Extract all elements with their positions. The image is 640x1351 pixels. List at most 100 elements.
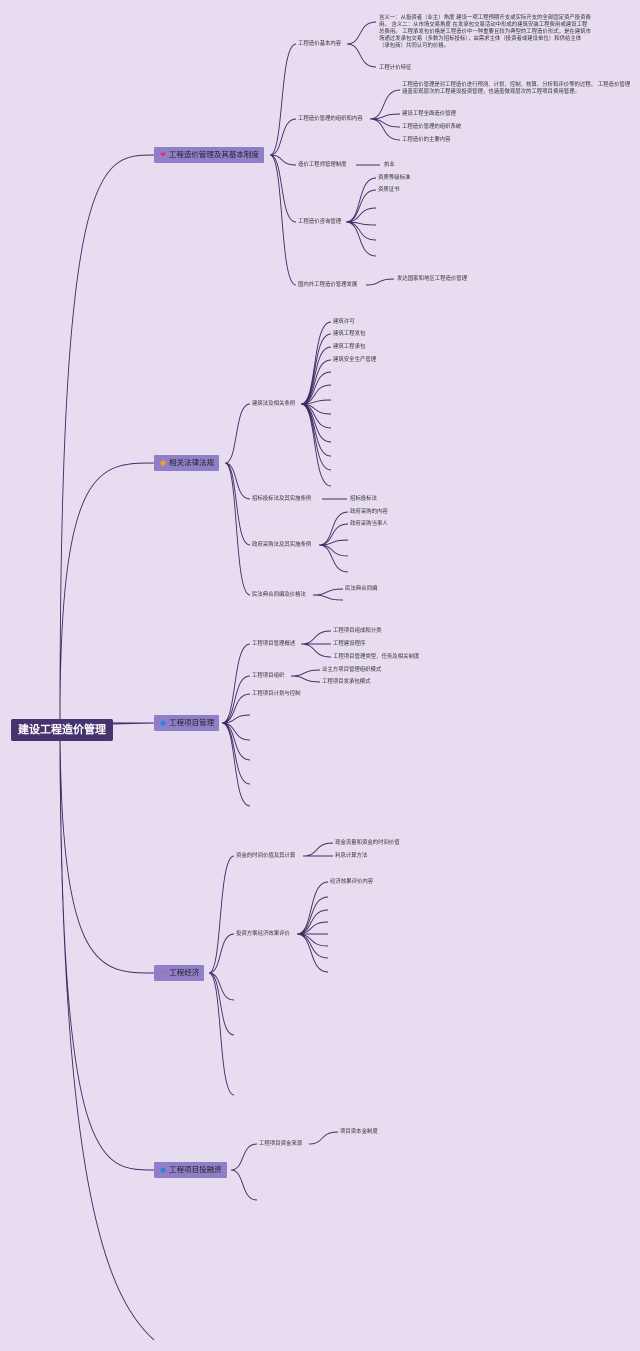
node-developed-countries[interactable]: 发达国家和地区工程造价管理 bbox=[397, 276, 468, 282]
node-qualification[interactable]: 资质等级标准 bbox=[378, 175, 411, 181]
sub-connector bbox=[300, 403, 332, 429]
topic-label: 相关法律法规 bbox=[169, 458, 215, 467]
sub-connector bbox=[296, 881, 329, 935]
topic-connector bbox=[221, 722, 251, 761]
sub-connector bbox=[296, 896, 329, 935]
sub-connector bbox=[346, 21, 377, 45]
topic-connector bbox=[208, 933, 235, 974]
topic-connector bbox=[221, 722, 251, 807]
topic-connector bbox=[221, 675, 251, 724]
topic-connector bbox=[269, 154, 297, 286]
sub-connector bbox=[369, 118, 401, 141]
node-pm-org-mode[interactable]: 业主方项目管理组织模式 bbox=[322, 667, 382, 673]
sub-connector bbox=[346, 43, 377, 68]
topic-laws[interactable]: ●相关法律法规 bbox=[154, 455, 220, 471]
node-cost-basic[interactable]: 工程造价基本内容 bbox=[298, 41, 342, 47]
sub-connector bbox=[296, 933, 329, 973]
sub-connector bbox=[296, 933, 329, 947]
node-procurement-content[interactable]: 政府采购的内容 bbox=[350, 509, 388, 515]
topic-cost-management[interactable]: ❤工程造价管理及其基本制度 bbox=[154, 147, 264, 163]
node-interest[interactable]: 利息计算方法 bbox=[335, 853, 368, 859]
node-pricing-feature[interactable]: 工程计价特征 bbox=[379, 65, 412, 71]
node-consult[interactable]: 工程造价咨询管理 bbox=[298, 219, 342, 225]
node-certificate[interactable]: 资质证书 bbox=[378, 187, 400, 193]
topic-connector bbox=[269, 43, 297, 156]
node-eval-content[interactable]: 经济效果评价内容 bbox=[330, 879, 374, 885]
heart-icon: ❤ bbox=[160, 151, 166, 159]
topic-connector bbox=[208, 855, 235, 974]
topic-label: 工程项目投融资 bbox=[169, 1165, 222, 1174]
node-pm-procedure[interactable]: 工程建设程序 bbox=[333, 641, 366, 647]
root-connector bbox=[112, 722, 155, 725]
node-cash-flow[interactable]: 现金流量和资金的时间价值 bbox=[335, 840, 400, 846]
sub-connector bbox=[345, 207, 377, 223]
blue-circle-icon: ● bbox=[160, 1166, 167, 1174]
node-pm-plan[interactable]: 工程项目计划与控制 bbox=[252, 691, 301, 697]
topic-connector bbox=[208, 972, 235, 1096]
node-permit[interactable]: 建筑许可 bbox=[333, 319, 355, 325]
topic-project-management[interactable]: ●工程项目管理 bbox=[154, 715, 220, 731]
sub-connector bbox=[296, 909, 329, 935]
node-bidding[interactable]: 招标投标法 bbox=[350, 496, 377, 502]
sub-connector bbox=[312, 594, 344, 601]
root-connector bbox=[59, 154, 155, 720]
sub-connector bbox=[318, 544, 349, 573]
node-pm-composition[interactable]: 工程项目组成和分类 bbox=[333, 628, 382, 634]
topic-connector bbox=[221, 722, 251, 785]
node-procurement-party[interactable]: 政府采购当事人 bbox=[350, 521, 388, 527]
sub-connector bbox=[369, 118, 401, 128]
sub-connector bbox=[345, 189, 377, 223]
node-evaluation[interactable]: 投资方案经济效果评价 bbox=[236, 931, 290, 937]
topic-label: 工程经济 bbox=[169, 968, 200, 977]
node-org-content[interactable]: 工程造价管理的组织和内容 bbox=[298, 116, 363, 122]
sub-connector bbox=[318, 544, 349, 557]
node-mgmt-definition[interactable]: 工程造价管理是对工程造价进行预测、计划、控制、核算、分析和评价等的过程。 工程造… bbox=[402, 82, 631, 95]
node-contracting[interactable]: 建筑工程发包 bbox=[333, 331, 366, 337]
root-node[interactable]: 建设工程造价管理 bbox=[11, 719, 113, 741]
node-funding[interactable]: 工程项目资金来源 bbox=[259, 1141, 303, 1147]
node-safety[interactable]: 建筑安全生产管理 bbox=[333, 357, 377, 363]
node-capital-system[interactable]: 项目资本金制度 bbox=[340, 1129, 378, 1135]
sub-connector bbox=[369, 89, 401, 120]
sub-connector bbox=[345, 221, 377, 257]
sub-connector bbox=[300, 643, 332, 658]
root-connector bbox=[59, 718, 155, 974]
blue-circle-icon: ● bbox=[160, 719, 167, 727]
node-org-system[interactable]: 工程造价管理的组织系统 bbox=[402, 124, 462, 130]
orange-circle-icon: ● bbox=[160, 459, 167, 467]
node-cost-definition[interactable]: 含义一：从投资者（业主）角度 建设一项工程预期开支或实际开支的全部固定资产投资费… bbox=[379, 15, 591, 49]
node-full-process[interactable]: 建设工程全面造价管理 bbox=[402, 111, 456, 117]
node-civil-code[interactable]: 民法典合同编及价格法 bbox=[252, 592, 306, 598]
topic-connector bbox=[269, 154, 297, 166]
topic-investment-financing[interactable]: ●工程项目投融资 bbox=[154, 1162, 227, 1178]
node-construction-law[interactable]: 建筑法及相关条例 bbox=[252, 401, 296, 407]
sub-connector bbox=[300, 371, 332, 405]
node-undertaking[interactable]: 建筑工程承包 bbox=[333, 344, 366, 350]
topic-connector bbox=[269, 154, 297, 223]
root-connector bbox=[59, 462, 155, 720]
sub-connector bbox=[345, 177, 377, 223]
topic-label: 工程项目管理 bbox=[169, 718, 215, 727]
node-procurement-law[interactable]: 政府采购法及其实施条例 bbox=[252, 542, 312, 548]
topic-connector bbox=[224, 462, 251, 500]
sub-connector bbox=[318, 523, 349, 546]
node-pm-overview[interactable]: 工程项目管理概述 bbox=[252, 641, 296, 647]
sub-connector bbox=[312, 588, 344, 596]
node-engineer[interactable]: 造价工程师管理制度 bbox=[298, 162, 347, 168]
topic-engineering-economics[interactable]: ♡工程经济 bbox=[154, 965, 205, 981]
node-bidding-law[interactable]: 招标投标法及其实施条例 bbox=[252, 496, 312, 502]
topic-connector bbox=[221, 714, 251, 724]
node-pm-org[interactable]: 工程项目组织 bbox=[252, 673, 285, 679]
node-pm-delivery[interactable]: 工程项目发承包模式 bbox=[322, 679, 371, 685]
sub-connector bbox=[365, 278, 395, 286]
node-main-content[interactable]: 工程造价的主要内容 bbox=[402, 137, 451, 143]
node-practice[interactable]: 执业 bbox=[384, 162, 395, 168]
sub-connector bbox=[300, 630, 332, 645]
node-development[interactable]: 国内外工程造价管理发展 bbox=[298, 282, 358, 288]
topic-label: 工程造价管理及其基本制度 bbox=[168, 150, 259, 159]
topic-connector bbox=[208, 972, 235, 1036]
node-civil-contract[interactable]: 民法典合同编 bbox=[345, 586, 378, 592]
node-pm-types[interactable]: 工程项目管理类型、任务及相关制度 bbox=[333, 654, 420, 660]
sub-connector bbox=[290, 669, 321, 677]
node-time-value[interactable]: 资金的时间价值及其计算 bbox=[236, 853, 296, 859]
